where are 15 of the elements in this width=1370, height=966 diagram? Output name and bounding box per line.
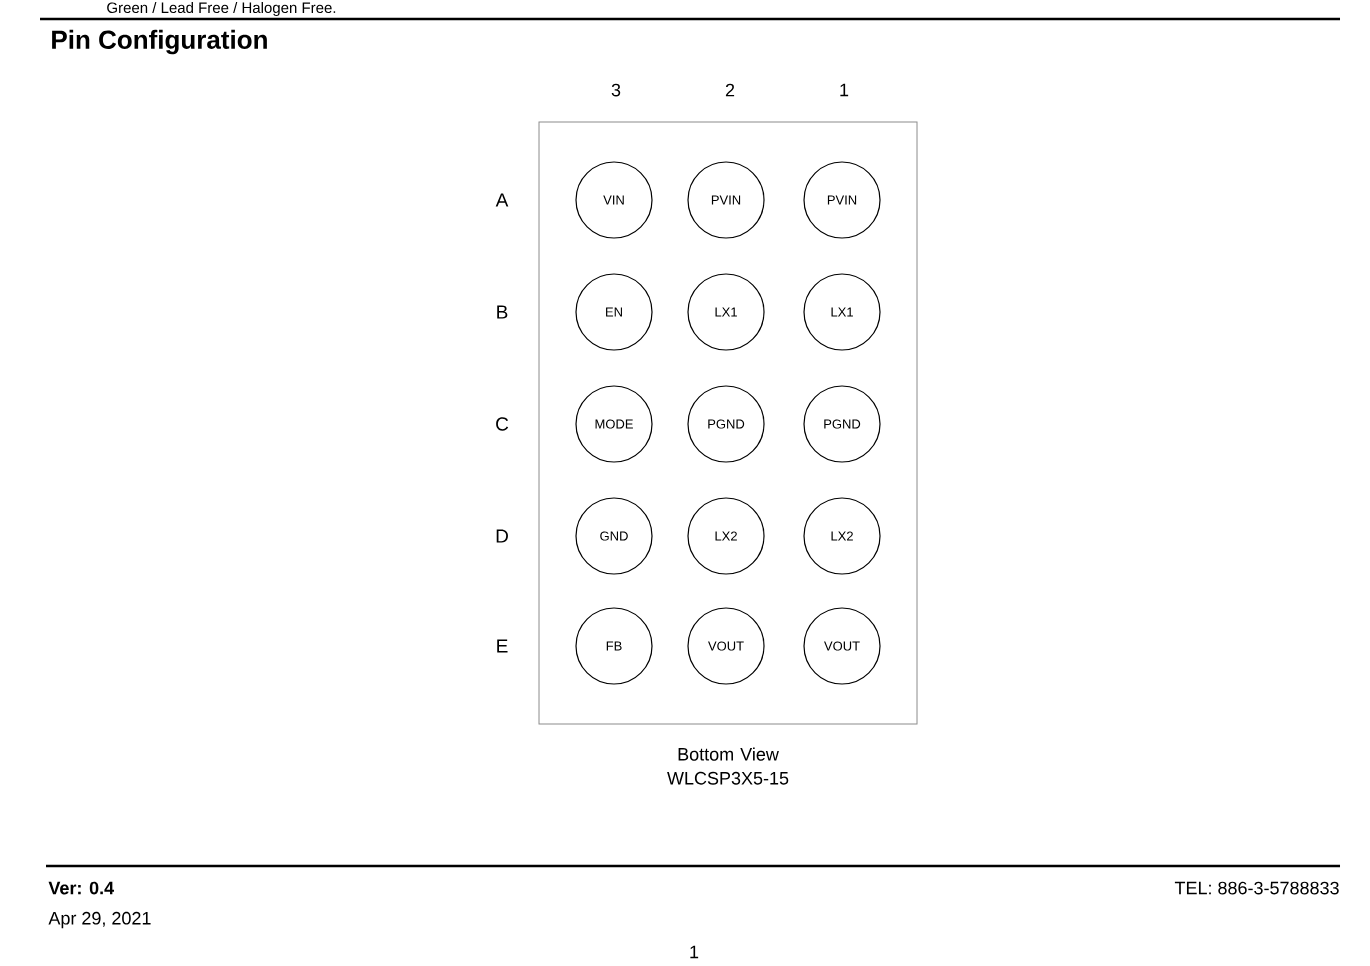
column-number: 2 (725, 83, 735, 97)
version-text: Ver: 0.4 (48, 881, 114, 895)
section-title: Pin Configuration (52, 29, 267, 55)
row-letter: E (497, 639, 508, 653)
row-letter: D (496, 529, 508, 543)
package-outline (538, 121, 918, 725)
column-number: 1 (840, 83, 849, 97)
package-caption: Bottom View WLCSP3X5-15 (667, 747, 789, 785)
date-text: Apr 29, 2021 (48, 911, 151, 929)
page-number: 1 (690, 945, 699, 959)
column-number: 3 (611, 83, 621, 97)
row-letter: A (495, 193, 509, 207)
row-letter: C (496, 417, 509, 431)
phone-text: TEL: 886-3-5788833 (1174, 881, 1339, 895)
row-letter: B (497, 305, 508, 319)
